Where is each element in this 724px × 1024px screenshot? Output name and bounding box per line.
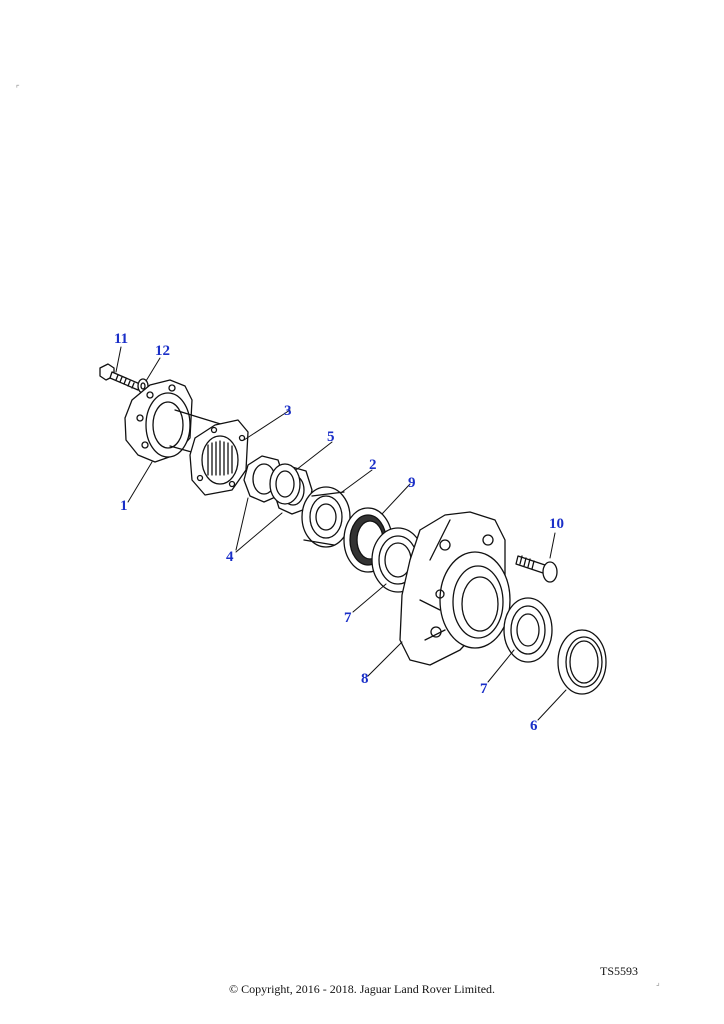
- callout-6[interactable]: 6: [530, 718, 538, 734]
- part-5-lock-washer[interactable]: [269, 463, 301, 505]
- corner-tick-top-left: ⌜: [16, 84, 20, 93]
- callout-3[interactable]: 3: [284, 403, 292, 419]
- part-3-flange[interactable]: [189, 419, 249, 496]
- copyright-notice: © Copyright, 2016 - 2018. Jaguar Land Ro…: [228, 982, 496, 996]
- callout-1[interactable]: 1: [120, 498, 128, 514]
- callout-11[interactable]: 11: [114, 331, 129, 347]
- part-7-outer-bearing[interactable]: [503, 597, 553, 663]
- part-6-outer-seal[interactable]: [557, 629, 607, 695]
- part-11-bolt[interactable]: [99, 363, 141, 391]
- part-1-stub-axle[interactable]: [124, 379, 241, 466]
- part-2-spacer[interactable]: [301, 486, 351, 548]
- callout-12[interactable]: 12: [155, 343, 170, 359]
- leader-lines: [115, 346, 567, 721]
- callout-10[interactable]: 10: [549, 516, 564, 532]
- part-8-hub[interactable]: [399, 511, 511, 666]
- callout-7-outer[interactable]: 7: [480, 681, 488, 697]
- callout-5[interactable]: 5: [327, 429, 335, 445]
- illustration-reference: TS5593: [600, 964, 639, 978]
- callout-4[interactable]: 4: [226, 549, 234, 565]
- callout-2[interactable]: 2: [369, 457, 377, 473]
- corner-tick-bottom-right: ⌟: [656, 978, 660, 987]
- part-10-wheel-stud[interactable]: [515, 555, 558, 583]
- callout-7-inner[interactable]: 7: [344, 610, 352, 626]
- callout-9[interactable]: 9: [408, 475, 416, 491]
- callout-8[interactable]: 8: [361, 671, 369, 687]
